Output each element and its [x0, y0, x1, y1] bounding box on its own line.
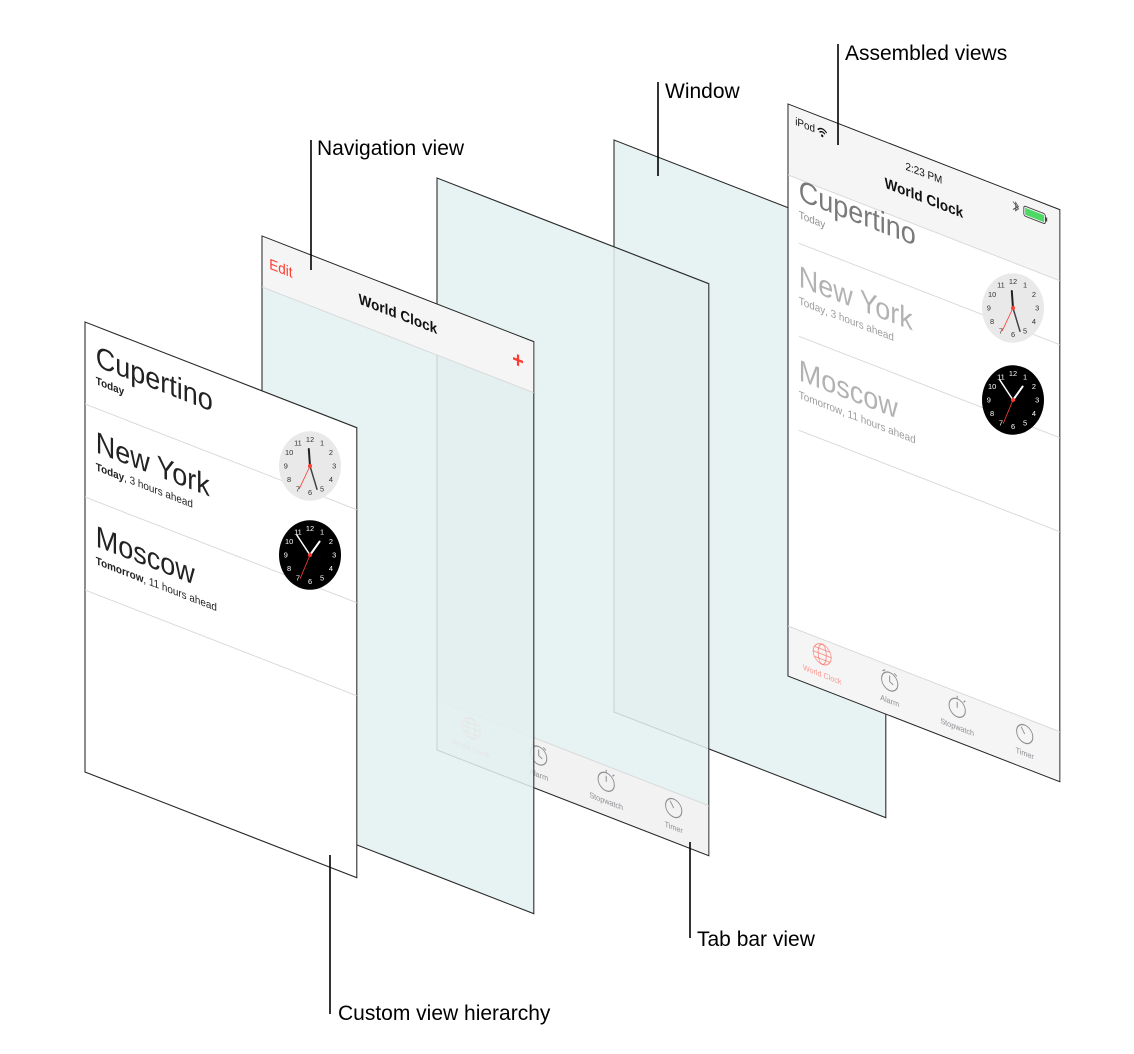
svg-text:11: 11: [997, 280, 1005, 289]
assembled-pane: [787, 103, 1061, 783]
svg-text:12: 12: [306, 524, 314, 533]
svg-text:10: 10: [285, 448, 293, 457]
svg-text:9: 9: [284, 462, 288, 471]
svg-text:7: 7: [999, 419, 1003, 428]
svg-text:4: 4: [1032, 317, 1036, 326]
svg-text:12: 12: [1009, 369, 1017, 378]
svg-text:9: 9: [987, 396, 991, 405]
svg-text:7: 7: [296, 485, 300, 494]
svg-text:2: 2: [1032, 382, 1036, 391]
timer-icon: [665, 797, 683, 819]
svg-text:3: 3: [1035, 396, 1039, 405]
svg-text:11: 11: [294, 438, 302, 447]
callout-custom-view-hierarchy: Custom view hierarchy: [338, 1002, 551, 1025]
svg-text:8: 8: [287, 564, 291, 573]
svg-text:12: 12: [1009, 277, 1017, 286]
svg-text:6: 6: [308, 488, 312, 497]
svg-text:9: 9: [987, 304, 991, 313]
svg-text:5: 5: [320, 485, 324, 494]
callout-assembled-views: Assembled views: [845, 42, 1007, 65]
svg-text:1: 1: [320, 527, 324, 536]
wifi-icon: [817, 127, 828, 135]
svg-text:6: 6: [1011, 330, 1015, 339]
svg-text:2: 2: [1032, 290, 1036, 299]
svg-text:3: 3: [332, 462, 336, 471]
globe-icon: [812, 643, 832, 666]
svg-text:5: 5: [320, 574, 324, 583]
assembled-tabbar: [788, 626, 1060, 781]
svg-text:2: 2: [329, 537, 333, 546]
svg-text:8: 8: [287, 475, 291, 484]
svg-text:3: 3: [332, 551, 336, 560]
svg-text:3: 3: [1035, 304, 1039, 313]
svg-text:1: 1: [320, 438, 324, 447]
svg-text:7: 7: [999, 327, 1003, 336]
svg-text:10: 10: [988, 290, 996, 299]
stopwatch-icon: [948, 695, 966, 718]
assembled-views-layer: iPod 2:23 PM World Clock Cupertino Today…: [787, 103, 1061, 783]
svg-text:11: 11: [997, 372, 1005, 381]
svg-text:5: 5: [1023, 419, 1027, 428]
callout-window: Window: [665, 80, 741, 103]
svg-text:9: 9: [284, 551, 288, 560]
callout-tab-bar-view: Tab bar view: [697, 928, 816, 951]
svg-text:1: 1: [1023, 372, 1027, 381]
stopwatch-icon: [597, 769, 615, 792]
svg-text:12: 12: [306, 435, 314, 444]
svg-text:10: 10: [285, 537, 293, 546]
bluetooth-icon: [1012, 201, 1020, 212]
add-button[interactable]: +: [512, 345, 524, 375]
svg-text:6: 6: [1011, 422, 1015, 431]
svg-text:4: 4: [329, 564, 333, 573]
svg-text:7: 7: [296, 574, 300, 583]
svg-text:8: 8: [990, 409, 994, 418]
svg-text:6: 6: [308, 577, 312, 586]
svg-text:4: 4: [329, 475, 333, 484]
alarm-clock-icon: [881, 669, 899, 692]
battery-icon: [1023, 205, 1048, 225]
svg-text:8: 8: [990, 317, 994, 326]
svg-text:4: 4: [1032, 409, 1036, 418]
navigation-bar: [262, 236, 534, 393]
timer-icon: [1016, 723, 1034, 745]
assembled-navbar: [788, 104, 1060, 281]
svg-text:5: 5: [1023, 327, 1027, 336]
svg-text:2: 2: [329, 448, 333, 457]
svg-text:11: 11: [294, 527, 302, 536]
svg-text:1: 1: [1023, 280, 1027, 289]
callout-navigation-view: Navigation view: [317, 137, 465, 160]
svg-text:10: 10: [988, 382, 996, 391]
